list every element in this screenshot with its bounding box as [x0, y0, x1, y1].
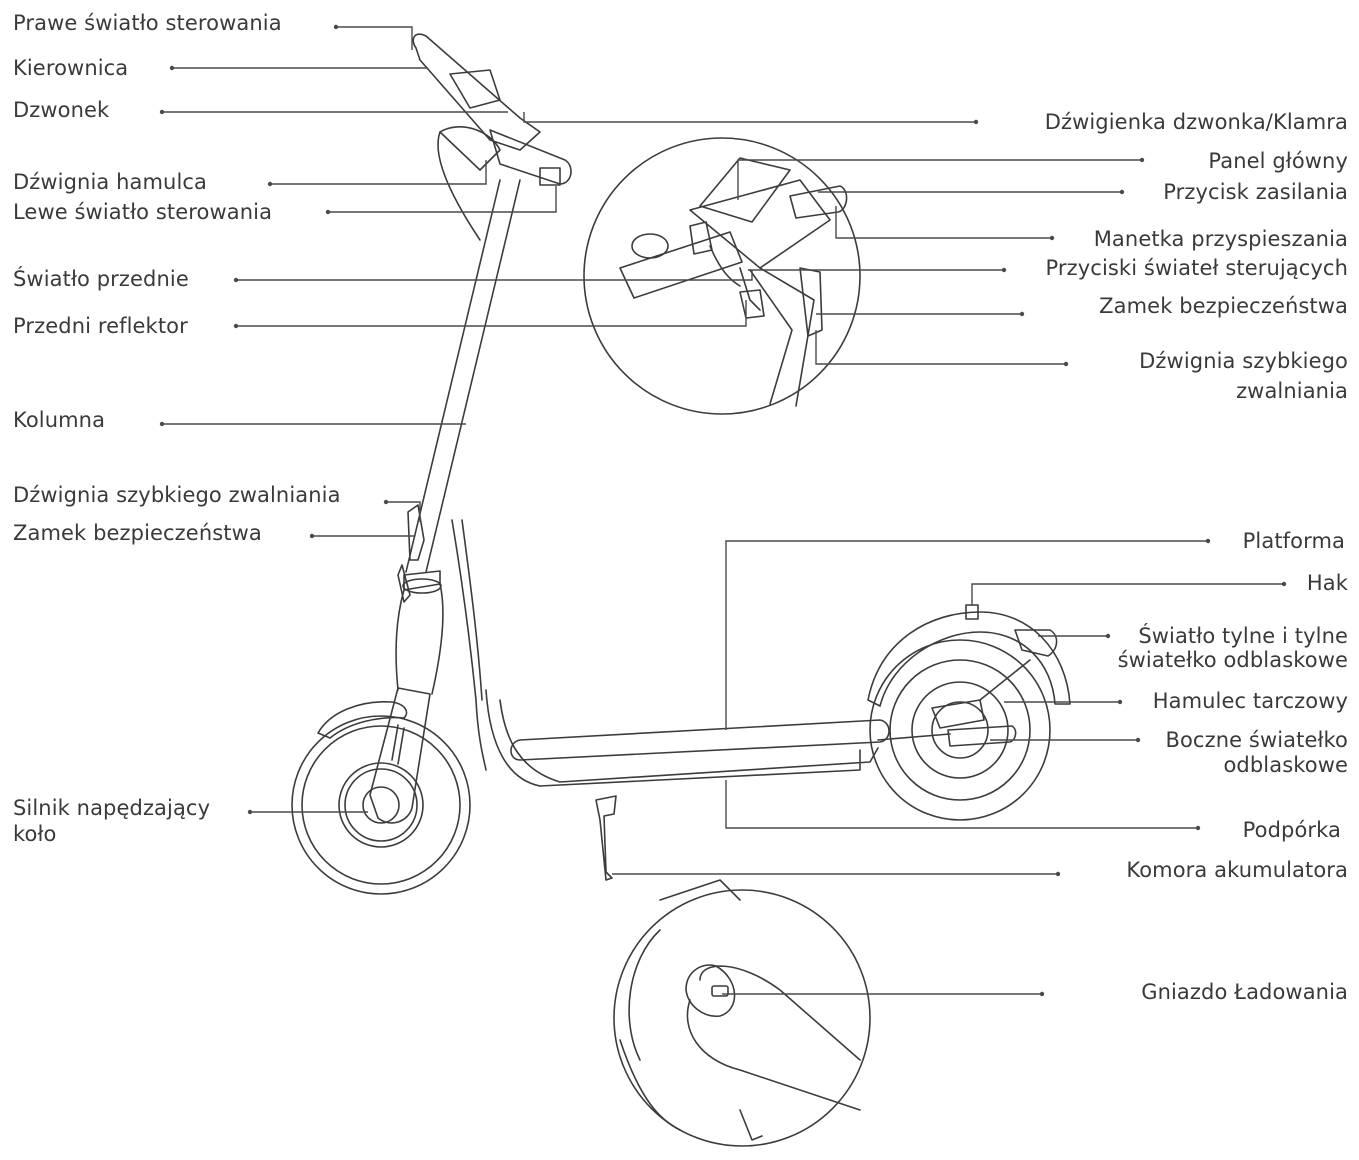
label-power-button: Przycisk zasilania	[1163, 180, 1348, 204]
label-front-reflector: Przedni reflektor	[13, 314, 188, 338]
label-right-indicator: Prawe światło sterowania	[13, 11, 282, 35]
label-stem: Kolumna	[13, 408, 106, 432]
label-safety-lock-right: Zamek bezpieczeństwa	[1099, 294, 1348, 318]
label-hook: Hak	[1306, 571, 1348, 595]
label-hub-motor-line2: koło	[13, 822, 57, 846]
label-safety-lock-left: Zamek bezpieczeństwa	[13, 521, 262, 545]
label-tail-light-line2: światełko odblaskowe	[1117, 648, 1348, 672]
label-bell: Dzwonek	[13, 98, 110, 122]
leader-lines	[159, 24, 1287, 997]
label-throttle: Manetka przyspieszania	[1093, 227, 1348, 251]
label-headlight: Światło przednie	[13, 267, 189, 291]
label-quick-release-lever: Dźwignia szybkiego zwalniania	[13, 483, 341, 507]
handlebar-detail-circle	[583, 137, 861, 415]
label-kickstand: Podpórka	[1242, 818, 1341, 842]
label-hub-motor-line1: Silnik napędzający	[13, 796, 211, 820]
label-brake-lever: Dźwignia hamulca	[13, 170, 208, 194]
label-left-indicator: Lewe światło sterowania	[13, 200, 273, 224]
label-quick-release-right: Dźwignia szybkiego zwalniania	[1139, 348, 1348, 404]
label-side-reflector-line1: Boczne światełko	[1165, 728, 1348, 752]
label-tail-light-line1: Światło tylne i tylne	[1138, 624, 1348, 648]
label-disc-brake: Hamulec tarczowy	[1152, 689, 1348, 713]
label-quick-release-line1: Dźwignia szybkiego	[1139, 349, 1348, 373]
label-side-reflector-line2: odblaskowe	[1223, 753, 1348, 777]
label-deck: Platforma	[1242, 529, 1345, 553]
scooter-illustration	[291, 33, 1071, 895]
label-battery: Komora akumulatora	[1126, 858, 1348, 882]
label-hub-motor: Silnik napędzający koło	[13, 795, 210, 847]
label-indicator-buttons: Przyciski świateł sterujących	[1045, 256, 1348, 280]
charging-port-detail-circle	[613, 879, 871, 1147]
label-handlebar: Kierownica	[13, 56, 129, 80]
label-bell-lever: Dźwigienka dzwonka/Klamra	[1044, 110, 1348, 134]
label-quick-release-line2: zwalniania	[1236, 379, 1348, 403]
label-tail-light: Światło tylne i tylne światełko odblasko…	[1118, 624, 1348, 672]
label-charging-port: Gniazdo Ładowania	[1141, 980, 1348, 1004]
label-side-reflector: Boczne światełko odblaskowe	[1165, 728, 1348, 778]
label-dashboard: Panel główny	[1208, 149, 1348, 173]
